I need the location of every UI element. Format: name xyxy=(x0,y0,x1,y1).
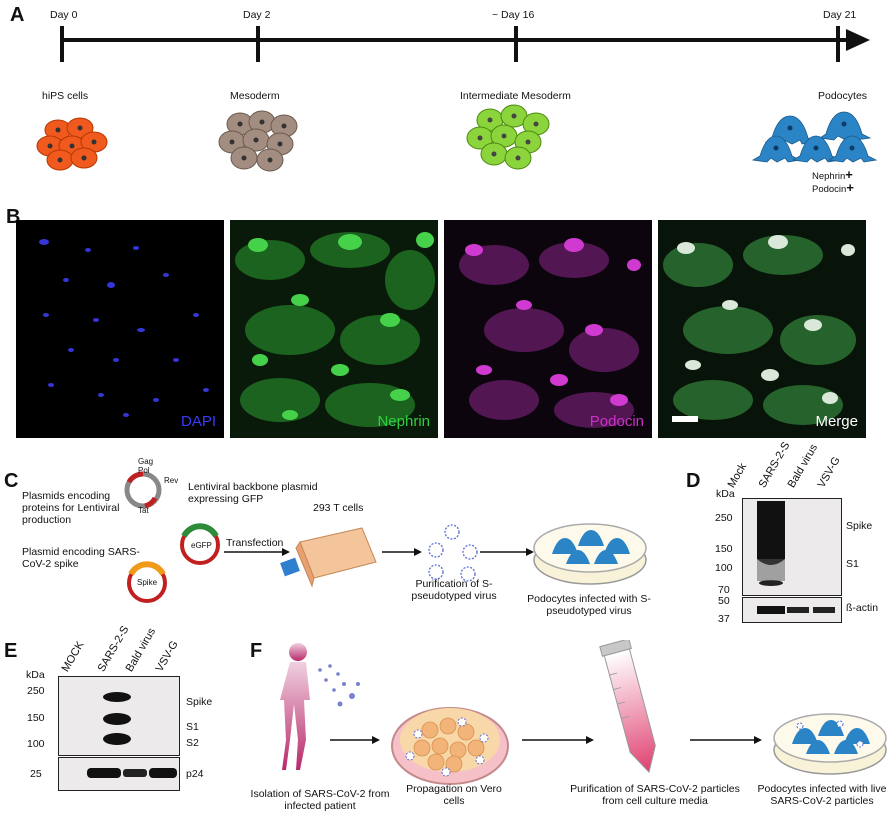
tat-label: Tat xyxy=(138,506,149,515)
hips-cells-illustration xyxy=(36,117,108,171)
pseudovirus-particles-icon xyxy=(428,524,478,582)
day-16-label: ~ Day 16 xyxy=(492,9,535,21)
mesoderm-illustration xyxy=(218,110,298,172)
podocytes-infected-pseudovirus-label: Podocytes infected with S-pseudotyped vi… xyxy=(527,593,651,618)
band-spike-d: Spike xyxy=(846,520,873,532)
podocin-signal xyxy=(444,220,652,438)
podocyte-dish-icon xyxy=(533,523,647,585)
panel-label-f: F xyxy=(250,640,263,662)
marker-podocin-text: Podocin xyxy=(812,184,847,195)
blot-e-bottom xyxy=(58,757,180,791)
intermediate-mesoderm-illustration xyxy=(466,104,550,170)
purification-label: Purification of S-pseudotyped virus xyxy=(411,578,497,603)
band-s2-e: S2 xyxy=(186,737,199,749)
vero-cell-dish-icon xyxy=(391,707,509,785)
dapi-nuclei xyxy=(39,239,209,417)
propagation-label: Propagation on Vero cells xyxy=(406,783,502,808)
lane-label-mock-d: Mock xyxy=(725,461,750,490)
aerosol-virus-particles xyxy=(318,664,360,707)
day-21-label: Day 21 xyxy=(823,9,857,21)
stage-intermediate-mesoderm: Intermediate Mesoderm xyxy=(460,90,571,102)
pol-label: Pol xyxy=(138,466,150,475)
cell-culture-flask-icon xyxy=(280,527,377,588)
micrograph-nephrin: Nephrin xyxy=(230,220,438,438)
band-s1-d: S1 xyxy=(846,558,859,570)
podocytes-illustration xyxy=(751,111,878,163)
marker-podocin-plus: + xyxy=(846,180,854,195)
lane-label-vsvg-d: VSV-G xyxy=(815,454,843,490)
mw-e-25: 25 xyxy=(30,768,42,780)
marker-nephrin-text: Nephrin xyxy=(812,171,846,182)
purification-sars-label: Purification of SARS-CoV-2 particles fro… xyxy=(570,783,740,808)
centrifuge-tube-icon xyxy=(599,640,656,774)
egfp-label: eGFP xyxy=(191,541,212,550)
panel-f-graphic xyxy=(280,640,887,785)
cells-293t-label: 293 T cells xyxy=(313,502,364,514)
egfp-plasmid-icon xyxy=(180,523,220,565)
panel-label-e: E xyxy=(4,640,18,662)
gag-label: Gag xyxy=(138,457,154,466)
blot-e-top-bands xyxy=(103,692,131,745)
micrograph-dapi: DAPI xyxy=(16,220,224,438)
spike-plasmid-label: Plasmid encoding SARS-CoV-2 spike xyxy=(22,546,140,571)
lentiviral-plasmids-label: Plasmids encoding proteins for Lentivira… xyxy=(22,490,120,527)
mw-e-100: 100 xyxy=(27,738,45,750)
kda-label-e: kDa xyxy=(26,669,45,681)
mw-d-70: 70 xyxy=(718,584,730,596)
marker-podocin: Podocin+ xyxy=(812,180,854,196)
panel-label-c: C xyxy=(4,470,19,492)
band-spike-e: Spike xyxy=(186,696,213,708)
stage-podocytes: Podocytes xyxy=(818,90,868,102)
mw-d-150: 150 xyxy=(715,543,733,555)
stage-hips-cells: hiPS cells xyxy=(42,90,89,102)
band-s1-e: S1 xyxy=(186,721,199,733)
mw-d-250: 250 xyxy=(715,512,733,524)
channel-label-podocin: Podocin xyxy=(589,413,644,430)
micrograph-podocin: Podocin xyxy=(444,220,652,438)
nephrin-signal xyxy=(230,220,438,438)
panel-label-d: D xyxy=(686,470,701,492)
kda-label-d: kDa xyxy=(716,488,735,500)
blot-d-actin-bands xyxy=(757,606,835,614)
lane-label-mock-e: MOCK xyxy=(59,639,87,674)
blot-d-top xyxy=(742,498,842,596)
spike-plasmid-icon xyxy=(127,561,167,603)
mw-e-250: 250 xyxy=(27,685,45,697)
infected-patient-silhouette xyxy=(280,643,310,770)
lentiviral-packaging-plasmid-icon xyxy=(124,471,162,509)
mw-d-37: 37 xyxy=(718,613,730,625)
panel-c-graphic xyxy=(124,471,647,603)
scale-bar xyxy=(672,416,698,422)
day-2-label: Day 2 xyxy=(243,9,271,21)
channel-label-merge: Merge xyxy=(815,413,858,430)
band-actin-d: ß-actin xyxy=(846,602,879,614)
lentiviral-backbone-label: Lentiviral backbone plasmid expressing G… xyxy=(188,481,318,506)
marker-nephrin-plus: + xyxy=(845,167,853,182)
marker-nephrin: Nephrin+ xyxy=(812,167,853,183)
lane-label-vsvg-e: VSV-G xyxy=(153,638,181,674)
band-p24-e: p24 xyxy=(186,768,204,780)
panel-label-a: A xyxy=(10,4,25,26)
blot-e-p24-bands xyxy=(87,768,177,778)
timeline-arrowhead xyxy=(846,29,870,51)
blot-e-top xyxy=(58,676,180,756)
spike-label: Spike xyxy=(137,578,158,587)
blot-d-top-bands xyxy=(757,501,785,586)
mw-d-50: 50 xyxy=(718,595,730,607)
stage-mesoderm: Mesoderm xyxy=(230,90,280,102)
timeline-graphic xyxy=(36,26,878,172)
micrograph-merge: Merge xyxy=(658,220,866,438)
channel-label-nephrin: Nephrin xyxy=(377,413,430,430)
podocytes-infected-live-label: Podocytes infected with live SARS-CoV-2 … xyxy=(757,783,887,808)
rev-label: Rev xyxy=(164,476,179,485)
mw-d-100: 100 xyxy=(715,562,733,574)
channel-label-dapi: DAPI xyxy=(180,413,216,430)
day-0-label: Day 0 xyxy=(50,9,78,21)
blot-d-bottom xyxy=(742,597,842,623)
transfection-label: Transfection xyxy=(226,537,284,549)
podocyte-dish-live-virus-icon xyxy=(773,713,887,775)
merge-signal xyxy=(658,220,866,438)
mw-e-150: 150 xyxy=(27,712,45,724)
isolation-label: Isolation of SARS-CoV-2 from infected pa… xyxy=(250,788,390,813)
